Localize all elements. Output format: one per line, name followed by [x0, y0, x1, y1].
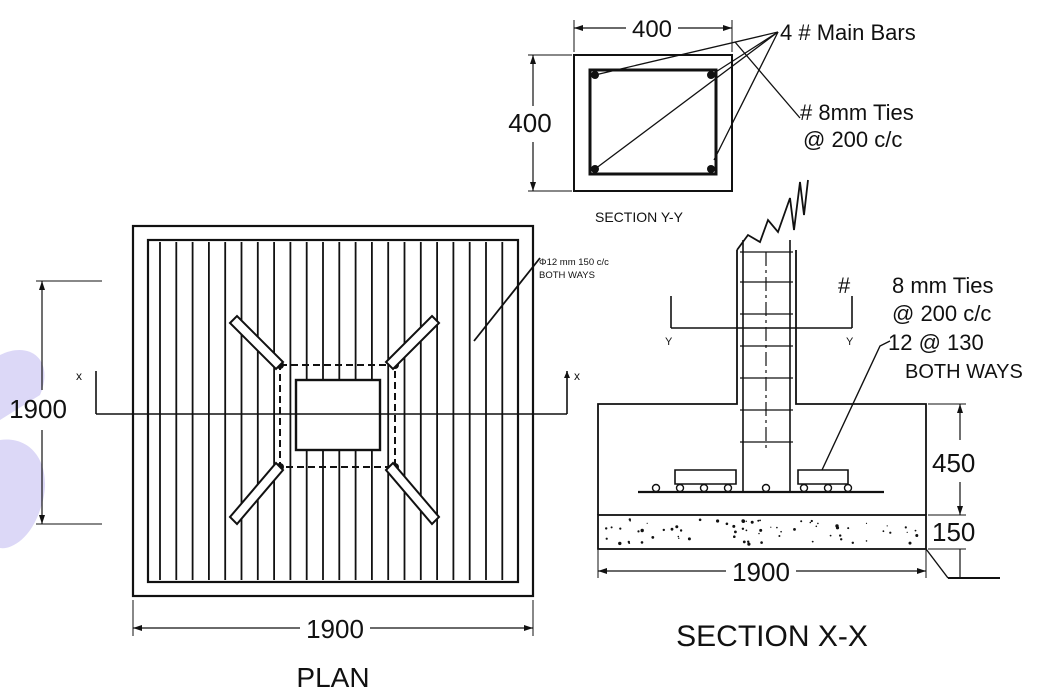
section-yy-ties-note-line2: @ 200 c/c: [803, 127, 902, 152]
pcc-aggregate-dot: [733, 535, 736, 538]
pcc-aggregate-dot: [687, 537, 691, 541]
section-xx-bars-note-line2: BOTH WAYS: [905, 361, 1023, 383]
pcc-aggregate-dot: [780, 530, 782, 533]
pcc-aggregate-dot: [839, 534, 842, 537]
section-xx-ties-note-line1: 8 mm Ties: [892, 273, 993, 298]
pcc-aggregate-dot: [605, 527, 608, 530]
pcc-aggregate-dot: [677, 535, 680, 538]
pcc-aggregate-dot: [716, 519, 720, 523]
pcc-aggregate-dot: [679, 529, 683, 532]
pcc-aggregate-dot: [776, 526, 778, 529]
pcc-aggregate-dot: [640, 541, 644, 544]
pcc-aggregate-dot: [732, 524, 736, 528]
pcc-aggregate-dot: [605, 537, 608, 540]
pcc-aggregate-dot: [747, 540, 750, 543]
pcc-aggregate-dot: [770, 526, 772, 528]
pcc-aggregate-dot: [698, 518, 702, 522]
plan-height-dim: 1900: [9, 394, 67, 424]
section-xx-hash-mark: #: [838, 273, 851, 298]
plan-marker-right: x: [574, 369, 580, 383]
pcc-aggregate-dot: [829, 534, 832, 537]
section-xx-width-dim: 1900: [732, 557, 790, 587]
pcc-aggregate-dot: [637, 530, 640, 533]
watermark: [0, 349, 46, 549]
pcc-aggregate-dot: [904, 526, 907, 529]
pcc-aggregate-dot: [734, 530, 737, 534]
pcc-aggregate-dot: [817, 522, 819, 525]
pcc-aggregate-dot: [675, 525, 679, 529]
pcc-aggregate-dot: [725, 522, 729, 526]
plan-rebar-note-line2: BOTH WAYS: [539, 270, 595, 281]
pcc-aggregate-dot: [778, 535, 781, 537]
pcc-aggregate-dot: [651, 536, 655, 539]
pcc-aggregate-dot: [760, 541, 763, 544]
section-xx: [597, 179, 1000, 579]
pcc-aggregate-dot: [811, 540, 814, 543]
pcc-aggregate-dot: [889, 531, 892, 534]
section-yy: [528, 20, 801, 192]
section-yy-main-bars-note: 4 # Main Bars: [780, 20, 916, 45]
pcc-aggregate-dot: [629, 520, 631, 522]
section-yy-ties-note-line1: # 8mm Ties: [800, 100, 914, 125]
pcc-aggregate-dot: [759, 519, 761, 522]
pcc-aggregate-dot: [745, 529, 748, 532]
plan-caption: PLAN: [296, 662, 369, 692]
pcc-aggregate-dot: [851, 541, 854, 544]
pcc-aggregate-dot: [886, 525, 888, 527]
section-xx-bars-note-line1: 12 @ 130: [888, 330, 984, 355]
pcc-aggregate-dot: [835, 526, 840, 530]
pcc-aggregate-dot: [865, 540, 868, 542]
pcc-aggregate-dot: [758, 532, 760, 535]
pcc-aggregate-dot: [670, 527, 674, 531]
pcc-aggregate-dot: [628, 542, 631, 544]
section-yy-width-dim: 400: [632, 16, 672, 43]
pcc-aggregate-dot: [847, 527, 850, 530]
section-yy-height-dim: 400: [508, 108, 551, 138]
pcc-aggregate-dot: [750, 520, 754, 524]
pcc-aggregate-dot: [914, 529, 917, 532]
pcc-aggregate-dot: [757, 519, 760, 522]
pcc-aggregate-dot: [662, 528, 665, 532]
pcc-aggregate-dot: [840, 538, 843, 541]
pcc-aggregate-dot: [810, 519, 813, 523]
pcc-aggregate-dot: [793, 528, 796, 531]
section-xx-depth-dim: 450: [932, 448, 975, 478]
pcc-aggregate-dot: [741, 519, 745, 523]
pcc-aggregate-dot: [809, 521, 812, 524]
pcc-aggregate-dot: [882, 530, 885, 533]
plan-rebar-note-line1: Φ12 mm 150 c/c: [539, 257, 609, 268]
pcc-aggregate-dot: [619, 527, 622, 530]
section-xx-pcc-dim: 150: [932, 517, 975, 547]
pcc-aggregate-dot: [908, 541, 912, 545]
pcc-aggregate-dot: [741, 527, 745, 530]
pcc-aggregate-dot: [906, 531, 908, 534]
section-yy-caption: SECTION Y-Y: [595, 209, 684, 225]
pcc-aggregate-dot: [916, 535, 918, 537]
section-xx-marker-right: Y: [846, 336, 854, 348]
pcc-aggregate-dot: [759, 528, 763, 532]
section-xx-caption: SECTION X-X: [676, 620, 868, 653]
plan-width-dim: 1900: [306, 614, 364, 644]
pcc-aggregate-dot: [865, 522, 868, 525]
plan-marker-left: x: [76, 369, 82, 383]
pcc-aggregate-dot: [646, 522, 648, 524]
pcc-aggregate-dot: [618, 541, 622, 546]
pcc-aggregate-dot: [610, 526, 613, 529]
plan-view: [36, 224, 570, 636]
section-xx-ties-note-line2: @ 200 c/c: [892, 301, 991, 326]
section-xx-marker-left: Y: [665, 336, 673, 348]
pcc-aggregate-dot: [742, 540, 746, 544]
pcc-aggregate-dot: [640, 528, 644, 533]
pcc-aggregate-dot: [678, 537, 680, 539]
pcc-aggregate-dot: [745, 520, 747, 522]
pcc-aggregate-dot: [747, 542, 751, 546]
pcc-aggregate-dot: [815, 525, 818, 528]
pcc-aggregate-dot: [800, 520, 803, 523]
